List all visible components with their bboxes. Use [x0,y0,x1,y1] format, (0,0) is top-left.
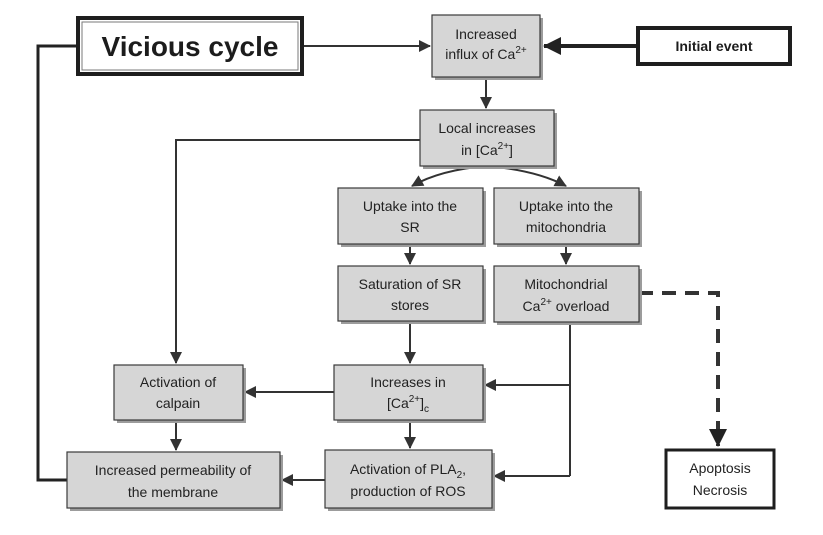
node-apoptosis-necrosis: Apoptosis Necrosis [664,448,776,510]
calpain-label-line2: calpain [156,395,200,411]
local-increases-box [419,109,555,167]
permeability-line1: Increased permeability of [95,462,252,478]
mito-overload-line2a: Ca [523,298,541,314]
mito-overload-box [493,265,640,323]
influx-box [431,14,541,78]
mito-overload-line1: Mitochondrial [524,276,607,292]
node-uptake-sr: Uptake into the SR [337,187,486,247]
calpain-box [113,364,244,421]
influx-superscript: 2+ [515,45,527,56]
apoptosis-line2: Necrosis [693,482,747,498]
uptake-mito-label-line2: mitochondria [526,219,606,235]
node-increases-cac: Increases in [Ca2+]c [333,364,486,423]
pla2-subscript: 2 [457,470,463,481]
mito-overload-superscript: 2+ [540,297,552,308]
increases-cac-box [333,364,484,421]
uptake-sr-line2: SR [400,219,419,235]
local-increases-superscript: 2+ [498,141,510,152]
increases-cac-superscript: 2+ [409,394,421,405]
permeability-line2: the membrane [128,484,218,500]
node-pla2: Activation of PLA2, production of ROS [324,449,495,511]
vicious-cycle-inner-border [81,21,299,71]
pla2-box [324,449,493,509]
uptake-sr-label-line1: Uptake into the [363,198,457,214]
pla2-label-line1: Activation of PLA2, [350,461,466,481]
increases-cac-subscript: c [424,404,429,415]
uptake-sr-line1: Uptake into the [363,198,457,214]
saturation-sr-label-line1: Saturation of SR [359,276,462,292]
calpain-line2: calpain [156,395,200,411]
influx-line2: influx of Ca [445,46,515,62]
line-permeability-to-vicious [36,44,78,482]
influx-label-line2: influx of Ca2+ [445,45,527,62]
mito-overload-label-line2: Ca2+ overload [523,297,610,314]
initial-event-box [636,26,792,66]
node-calpain: Activation of calpain [113,364,246,423]
permeability-label-line1: Increased permeability of [95,462,252,478]
local-increases-line1: Local increases [438,120,535,136]
uptake-sr-label-line2: SR [400,219,419,235]
mito-overload-label-line1: Mitochondrial [524,276,607,292]
node-vicious-cycle: Vicious cycle [76,16,304,76]
increases-cac-label-line1: Increases in [370,374,445,390]
vicious-cycle-box [76,16,304,76]
saturation-sr-line1: Saturation of SR [359,276,462,292]
saturation-sr-label-line2: stores [391,297,429,313]
saturation-sr-line2: stores [391,297,429,313]
apoptosis-label-line1: Apoptosis [689,460,750,476]
node-uptake-mito: Uptake into the mitochondria [493,187,642,247]
uptake-mito-line1: Uptake into the [519,198,613,214]
pla2-line1b: , [462,461,466,477]
uptake-mito-line2: mitochondria [526,219,606,235]
increases-cac-label-line2: [Ca2+]c [387,394,429,415]
influx-line1: Increased [455,26,516,42]
node-saturation-sr: Saturation of SR stores [337,265,486,324]
pla2-line1a: Activation of PLA [350,461,457,477]
uptake-mito-label-line1: Uptake into the [519,198,613,214]
pla2-line2: production of ROS [350,483,465,499]
permeability-box [66,451,281,509]
uptake-mito-box [493,187,640,245]
node-local-increases: Local increases in [Ca2+] [419,109,557,169]
increases-cac-line1: Increases in [370,374,445,390]
initial-event-label: Initial event [675,38,752,54]
apoptosis-box [664,448,776,510]
increases-cac-line2a: [Ca [387,395,409,411]
arrow-local-to-calpain [170,139,420,364]
node-mito-overload: Mitochondrial Ca2+ overload [493,265,642,325]
mito-overload-line2b: overload [552,298,610,314]
calpain-line1: Activation of [140,374,216,390]
pla2-label-line2: production of ROS [350,483,465,499]
initial-event-text: Initial event [675,38,752,54]
calpain-label-line1: Activation of [140,374,216,390]
node-permeability: Increased permeability of the membrane [66,451,283,511]
local-increases-label-line1: Local increases [438,120,535,136]
node-initial-event: Initial event [636,26,792,66]
apoptosis-label-line2: Necrosis [693,482,747,498]
uptake-sr-box [337,187,484,245]
influx-label-line1: Increased [455,26,516,42]
permeability-label-line2: the membrane [128,484,218,500]
apoptosis-line1: Apoptosis [689,460,750,476]
vicious-cycle-label: Vicious cycle [102,31,279,62]
saturation-sr-box [337,265,484,322]
node-increased-influx: Increased influx of Ca2+ [431,14,543,80]
local-increases-line2b: ] [509,142,513,158]
vicious-cycle-text: Vicious cycle [102,31,279,62]
increases-cac-line2b: ] [420,395,424,411]
local-increases-line2a: in [Ca [461,142,498,158]
local-increases-label-line2: in [Ca2+] [461,141,513,158]
arrow-overload-to-apoptosis-dashed [639,291,727,447]
